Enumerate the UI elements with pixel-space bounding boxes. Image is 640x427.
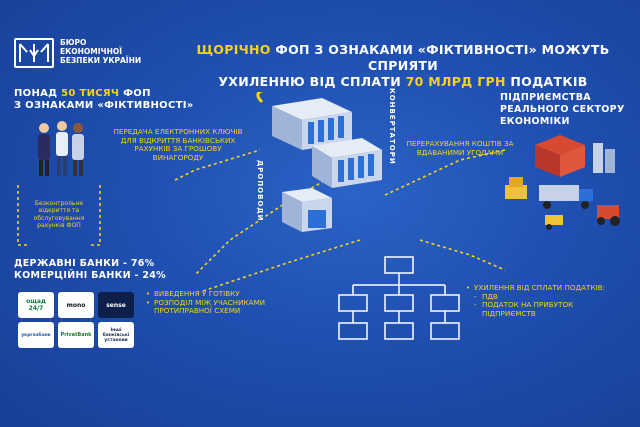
logo-line-3: БЕЗПЕКИ УКРАЇНИ	[60, 56, 142, 65]
tax-evasion-heading: УХИЛЕННЯ ВІД СПЛАТИ ПОДАТКІВ:	[474, 283, 606, 292]
banks-share: ДЕРЖАВНІ БАНКИ - 76% КОМЕРЦІЙНІ БАНКИ - …	[14, 258, 166, 282]
bank-oschad-logo: ощад 24/7	[18, 292, 54, 318]
trident-icon	[19, 43, 49, 62]
connector-banks	[194, 174, 336, 276]
bank-mono-logo: mono	[58, 292, 94, 318]
logo-line-1: БЮРО	[60, 38, 87, 47]
cash-list-item: ВИВЕДЕННЯ У ГОТІВКУ	[146, 289, 266, 299]
tax-item: ПДВ	[482, 291, 498, 301]
title-amount: 70 МЛРД ГРН	[405, 74, 506, 89]
title-part-5: ПОДАТКІВ	[505, 74, 588, 89]
connector-left	[17, 185, 30, 246]
commercial-banks-share: КОМЕРЦІЙНІ БАНКИ - 24%	[14, 270, 166, 281]
enterprises-heading: ПІДПРИЄМСТВА РЕАЛЬНОГО СЕКТОРУ ЕКОНОМІКИ	[500, 92, 625, 128]
converters-label: КОНВЕРТАТОРИ	[388, 88, 396, 165]
fop-heading: ПОНАД 50 ТИСЯЧ ФОП З ОЗНАКАМИ «ФІКТИВНОС…	[14, 88, 194, 112]
scheme-org-chart-icon	[338, 256, 460, 340]
connector-keys	[174, 149, 261, 181]
logo-line-2: ЕКОНОМІЧНОЇ	[60, 47, 123, 56]
title-part-2: ФОП З ОЗНАКАМИ «ФІКТИВНОСТІ» МОЖУТЬ СПРИ…	[270, 42, 610, 73]
title-part-3: УХИЛЕННЮ ВІД СПЛАТИ	[218, 74, 406, 89]
bank-ukrgas-logo: укргазбанк	[18, 322, 54, 348]
connector-left-2	[88, 185, 101, 246]
enterprises-line-1: ПІДПРИЄМСТВА	[500, 92, 591, 103]
people-icon	[38, 121, 84, 176]
droppers-label: ДРОПОВОДИ	[256, 160, 264, 222]
logo-mark	[14, 38, 54, 68]
fop-heading-1: ПОНАД	[14, 88, 62, 99]
enterprise-icon	[505, 135, 620, 230]
fop-heading-count: 50 ТИСЯЧ	[61, 88, 120, 99]
logo-text: БЮРО ЕКОНОМІЧНОЇ БЕЗПЕКИ УКРАЇНИ	[60, 38, 141, 65]
transfer-keys-text: ПЕРЕДАЧА ЕЛЕКТРОННИХ КЛЮЧІВ ДЛЯ ВІДКРИТТ…	[113, 127, 243, 162]
contactless-text: Безконтрольне відкриття та обслуговуванн…	[33, 200, 85, 230]
bank-privat-logo: PrivatBank	[58, 322, 94, 348]
enterprises-line-3: ЕКОНОМІКИ	[500, 116, 570, 127]
fop-heading-3: ФОП	[119, 88, 151, 99]
cash-list: ВИВЕДЕННЯ У ГОТІВКУ РОЗПОДІЛ МІЖ УЧАСНИК…	[146, 289, 266, 316]
transfer-funds-text: ПЕРЕРАХУВАННЯ КОШТІВ ЗА ВДАВАНИМИ УГОДАМ…	[406, 139, 514, 157]
tax-item: ПОДАТОК НА ПРИБУТОК ПІДПРИЄМСТВ	[482, 300, 574, 318]
title-year: ЩОРІЧНО	[196, 42, 271, 57]
enterprises-line-2: РЕАЛЬНОГО СЕКТОРУ	[500, 104, 625, 115]
converter-servers-icon	[256, 92, 382, 232]
main-title: ЩОРІЧНО ФОП З ОЗНАКАМИ «ФІКТИВНОСТІ» МОЖ…	[178, 42, 628, 90]
fop-heading-4: З ОЗНАКАМИ «ФІКТИВНОСТІ»	[14, 100, 194, 111]
state-banks-share: ДЕРЖАВНІ БАНКИ - 76%	[14, 258, 155, 269]
cash-list-item: РОЗПОДІЛ МІЖ УЧАСНИКАМИ ПРОТИПРАВНОЇ СХЕ…	[146, 298, 266, 316]
bank-sense-logo: sense	[98, 292, 134, 318]
tax-evasion: •УХИЛЕННЯ ВІД СПЛАТИ ПОДАТКІВ: -ПДВ -ПОД…	[466, 283, 606, 318]
connector-cash	[199, 239, 361, 293]
bank-other-logo: Інші банківські установи	[98, 322, 134, 348]
